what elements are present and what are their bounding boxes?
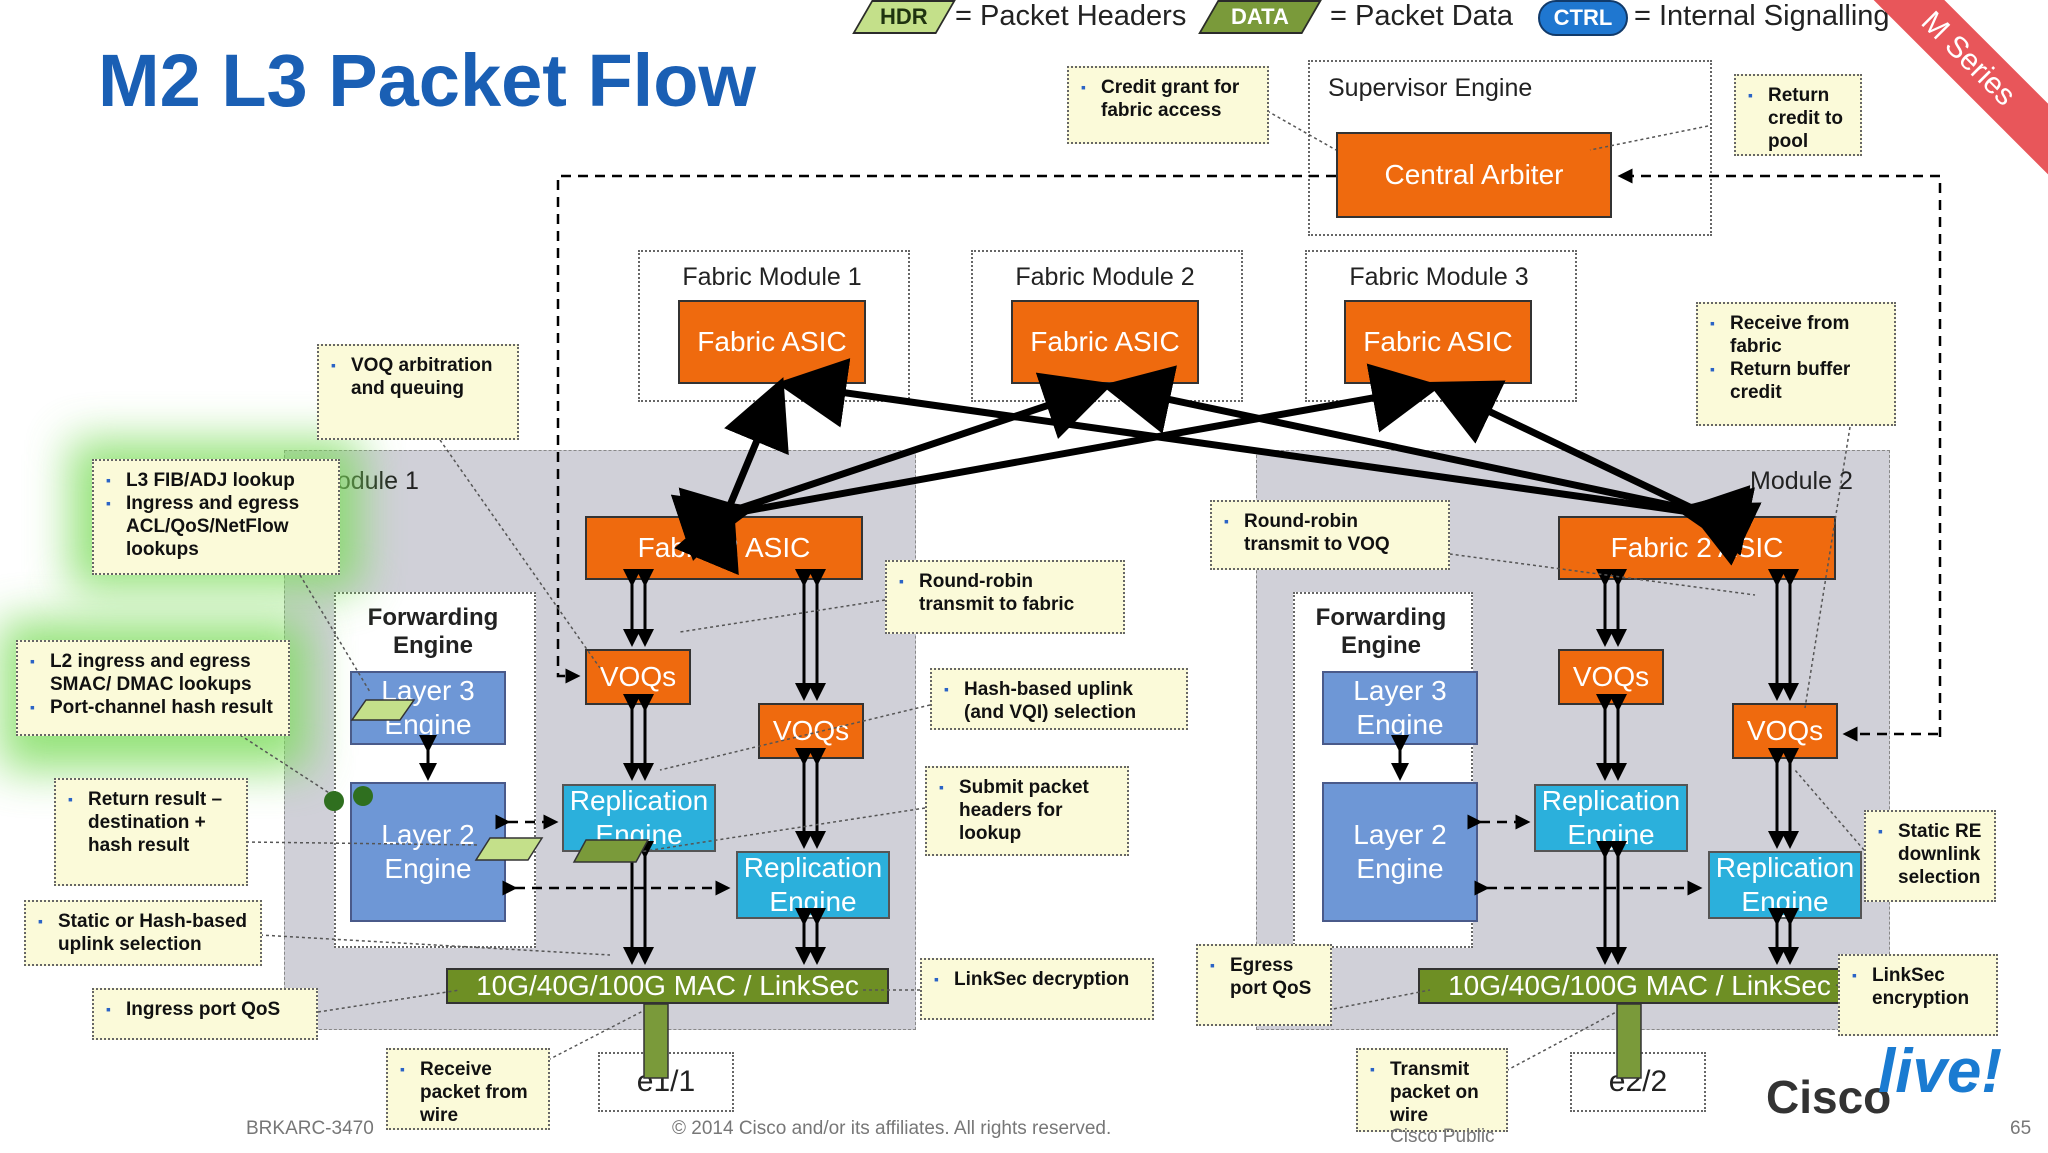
cisco-live-logo: live! <box>1878 1037 2003 1106</box>
module-2-label: Module 2 <box>1750 467 1853 495</box>
note-item: Transmit packet on wire <box>1370 1058 1496 1127</box>
note-item: Return buffer credit <box>1710 358 1884 404</box>
fabric-module-3-label: Fabric Module 3 <box>1349 263 1529 291</box>
note-item: Receive packet from wire <box>400 1058 538 1127</box>
legend-hdr-desc: = Packet Headers <box>955 0 1187 32</box>
note-item: Submit packet headers for lookup <box>939 776 1117 845</box>
note-linksec-decryption: LinkSec decryption <box>920 958 1154 1020</box>
note-voq-arbitration: VOQ arbitration and queuing <box>317 344 519 440</box>
note-item: Static or Hash-based uplink selection <box>38 910 250 956</box>
note-linksec-encryption: LinkSec encryption <box>1838 954 1998 1036</box>
fabric-module-1-label: Fabric Module 1 <box>682 263 862 291</box>
note-item: VOQ arbitration and queuing <box>331 354 507 400</box>
note-item: LinkSec decryption <box>934 968 1142 991</box>
note-rr-voq: Round-robin transmit to VOQ <box>1210 500 1450 570</box>
note-ingress-qos: Ingress port QoS <box>92 988 318 1040</box>
note-l2-ingress: L2 ingress and egress SMAC/ DMAC lookups… <box>16 640 290 736</box>
note-item: Ingress port QoS <box>106 998 306 1021</box>
note-item: Return result – destination + hash resul… <box>68 788 236 857</box>
note-credit-grant: Credit grant for fabric access <box>1067 66 1269 144</box>
note-hash-uplink: Hash-based uplink (and VQI) selection <box>930 668 1188 730</box>
data-strip-m1 <box>643 1003 669 1079</box>
legend-ctrl-tag: CTRL <box>1538 0 1628 36</box>
note-return-result: Return result – destination + hash resul… <box>54 778 248 886</box>
gear-icon <box>324 791 344 811</box>
note-item: Hash-based uplink (and VQI) selection <box>944 678 1176 724</box>
module-2-mac-linksec: 10G/40G/100G MAC / LinkSec <box>1418 968 1861 1004</box>
hdr-symbol-l3 <box>350 699 416 721</box>
control-signalling-links <box>495 168 1942 896</box>
note-item: Credit grant for fabric access <box>1081 76 1257 122</box>
module-1-replication-engine-a: Replication Engine <box>562 784 716 852</box>
note-static-hash: Static or Hash-based uplink selection <box>24 900 262 966</box>
note-item: Round-robin transmit to VOQ <box>1224 510 1438 556</box>
data-symbol-repl <box>572 839 650 863</box>
note-item: Receive from fabric <box>1710 312 1884 358</box>
note-static-re: Static RE downlink selection <box>1864 810 1996 902</box>
footer-copyright: © 2014 Cisco and/or its affiliates. All … <box>672 1118 1112 1139</box>
note-item: L3 FIB/ADJ lookup <box>106 469 328 492</box>
footer-code: BRKARC-3470 <box>246 1118 374 1139</box>
fabric-crossbar-links <box>670 358 1762 576</box>
note-item: Static RE downlink selection <box>1878 820 1984 889</box>
module-1-mac-linksec: 10G/40G/100G MAC / LinkSec <box>446 968 889 1004</box>
note-item: Round-robin transmit to fabric <box>899 570 1113 616</box>
module-1-forwarding-engine-label: Forwarding Engine <box>367 604 499 659</box>
note-receive-fabric: Receive from fabricReturn buffer credit <box>1696 302 1896 426</box>
note-item: L2 ingress and egress SMAC/ DMAC lookups <box>30 650 278 696</box>
central-arbiter: Central Arbiter <box>1336 132 1612 218</box>
note-item: Egress port QoS <box>1210 954 1320 1000</box>
legend-ctrl-desc: = Internal Signalling <box>1634 0 1890 32</box>
supervisor-engine-label: Supervisor Engine <box>1328 74 1533 102</box>
link-m1-fa1 <box>674 377 789 576</box>
note-l3-fib: L3 FIB/ADJ lookupIngress and egress ACL/… <box>92 459 340 575</box>
callout-leaders <box>239 107 1865 1083</box>
gear-icon <box>353 786 373 806</box>
footer-public: Cisco Public <box>1390 1126 1495 1147</box>
note-item: Port-channel hash result <box>30 696 278 719</box>
note-rr-fabric: Round-robin transmit to fabric <box>885 560 1125 634</box>
note-return-credit: Return credit to pool <box>1734 74 1862 156</box>
link-m2-fa2 <box>1101 365 1756 556</box>
note-item: Ingress and egress ACL/QoS/NetFlow looku… <box>106 492 328 561</box>
hdr-symbol-l2 <box>474 837 544 861</box>
legend-data-desc: = Packet Data <box>1330 0 1513 32</box>
link-m1-fa3 <box>678 363 1442 557</box>
module-1-port: e1/1 <box>598 1052 734 1112</box>
internal-data-paths <box>419 569 1799 965</box>
fabric-module-2-label: Fabric Module 2 <box>1015 263 1195 291</box>
ctrl-arbiter-to-m1-voq <box>556 174 1336 684</box>
note-submit-headers: Submit packet headers for lookup <box>925 766 1129 856</box>
link-m2-fa3 <box>1427 380 1762 566</box>
module-2-forwarding-engine-label: Forwarding Engine <box>1315 604 1447 659</box>
footer-page-number: 65 <box>2010 1118 2032 1139</box>
module-2-replication-engine-b: Replication Engine <box>1708 851 1862 919</box>
note-receive-wire: Receive packet from wire <box>386 1048 550 1130</box>
ctrl-m2-to-arbiter <box>1617 168 1942 737</box>
cisco-logo-text: Cisco <box>1766 1071 1892 1123</box>
note-item: Return credit to pool <box>1748 84 1850 153</box>
note-egress-qos: Egress port QoS <box>1196 944 1332 1026</box>
note-transmit-wire: Transmit packet on wire <box>1356 1048 1508 1132</box>
data-strip-m2 <box>1616 1003 1642 1079</box>
page-title: M2 L3 Packet Flow <box>98 39 756 122</box>
module-2-replication-engine-a: Replication Engine <box>1534 784 1688 852</box>
note-item: LinkSec encryption <box>1852 964 1986 1010</box>
module-2-layer2-engine: Layer 2 Engine <box>1322 782 1478 922</box>
packet-symbols <box>324 699 1642 1079</box>
